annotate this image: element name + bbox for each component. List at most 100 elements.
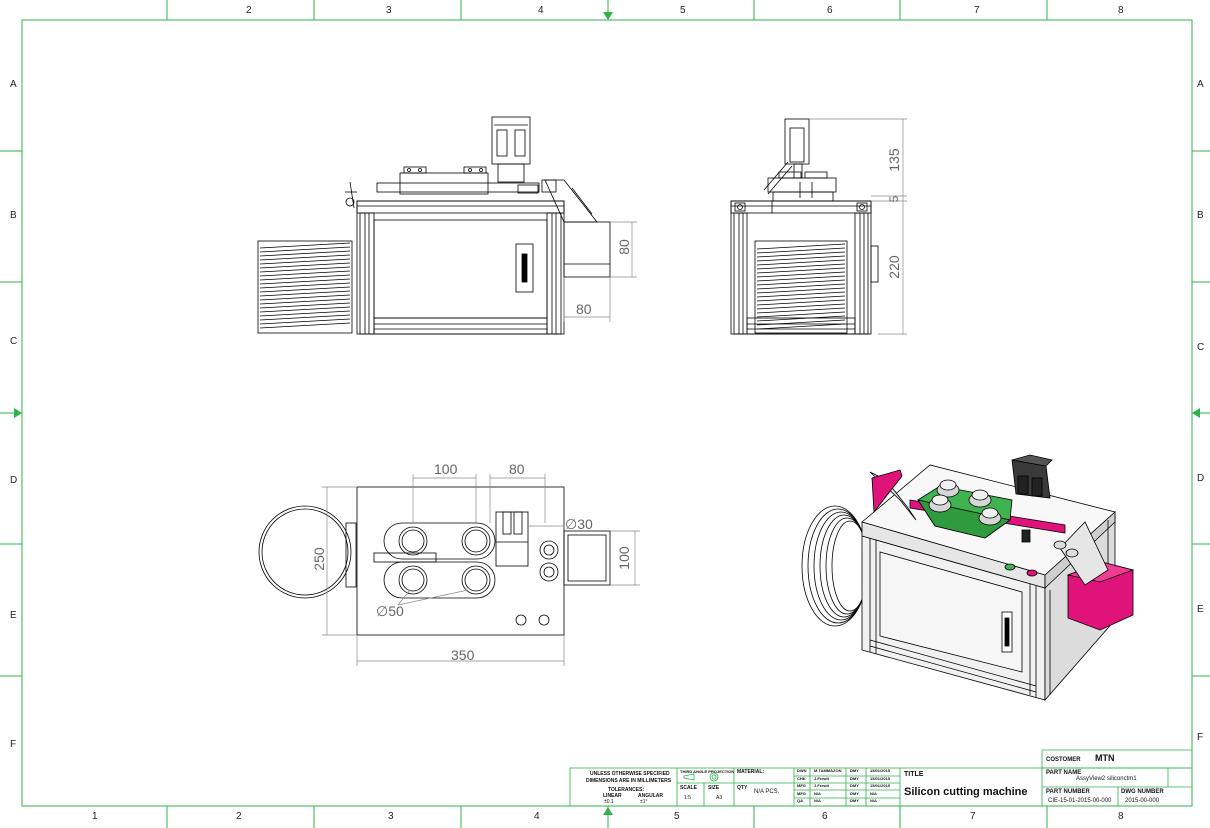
tb-angular-value: ±1° bbox=[640, 799, 648, 805]
tb-material-label: MATERIAL: bbox=[737, 769, 765, 775]
approval-date: 15/01/2015 bbox=[870, 783, 891, 788]
iso-spool bbox=[801, 505, 869, 627]
zone-left-d: D bbox=[10, 475, 18, 486]
side-dimension-lines bbox=[809, 118, 907, 335]
tb-qty-value: N/A PCS. bbox=[754, 789, 780, 795]
tb-angular-label: ANGULAR bbox=[638, 793, 663, 799]
zone-right-f: F bbox=[1197, 732, 1204, 743]
approval-role: DWN bbox=[797, 768, 807, 773]
zone-top-3: 3 bbox=[386, 5, 392, 16]
tb-size-value: A3 bbox=[716, 795, 723, 801]
approval-role: MFG bbox=[797, 790, 806, 796]
dim-top-spacing-a: 100 bbox=[434, 461, 458, 477]
tb-projection-label: THIRD ANGLE PROJECTION bbox=[680, 769, 735, 774]
tb-scale-value: 1:5 bbox=[684, 795, 691, 801]
dim-top-right-height: 100 bbox=[616, 546, 632, 570]
tb-notes-line2: DIMENSIONS ARE IN MILLIMETERS bbox=[586, 778, 672, 784]
dim-top-spacing-b: 80 bbox=[509, 461, 525, 477]
zone-bottom-5: 5 bbox=[674, 811, 680, 822]
zone-left-f: F bbox=[10, 739, 17, 750]
tb-scale-label: SCALE bbox=[680, 785, 697, 791]
side-view bbox=[730, 118, 879, 335]
top-dimension-lines bbox=[322, 474, 640, 666]
side-spool bbox=[754, 240, 848, 334]
dim-top-diameter-large: ∅50 bbox=[376, 603, 404, 619]
approval-name: N/A bbox=[814, 790, 821, 796]
tb-customer-value: MTN bbox=[1095, 753, 1115, 763]
zone-top-8: 8 bbox=[1118, 5, 1124, 16]
approval-fmt: DMY bbox=[850, 798, 859, 803]
projection-symbol bbox=[683, 772, 719, 782]
zone-left-b: B bbox=[10, 210, 17, 221]
tb-qty-label: QTY bbox=[737, 785, 748, 791]
tb-title-value: Silicon cutting machine bbox=[904, 786, 1028, 798]
approval-name: M.TAMMAZON bbox=[814, 768, 842, 773]
approval-role: MFG bbox=[797, 783, 806, 788]
zone-top-4: 4 bbox=[538, 5, 544, 16]
dim-top-height: 250 bbox=[311, 547, 327, 571]
dim-front-width: 80 bbox=[576, 301, 592, 317]
tb-linear-value: ±0.1 bbox=[604, 799, 614, 805]
zone-right-d: D bbox=[1197, 473, 1205, 484]
zone-right-c: C bbox=[1197, 342, 1205, 353]
zone-top-5: 5 bbox=[680, 5, 686, 16]
zone-right-e: E bbox=[1197, 604, 1204, 615]
zone-left-c: C bbox=[10, 336, 18, 347]
isometric-view bbox=[801, 454, 1135, 702]
tb-dwg-number-label: DWG NUMBER bbox=[1121, 789, 1164, 795]
zone-top-2: 2 bbox=[246, 5, 252, 16]
zone-top-7: 7 bbox=[974, 5, 980, 16]
approval-fmt: DMY bbox=[850, 783, 859, 788]
approval-role: CHK bbox=[797, 775, 806, 781]
dim-side-mid: 5 bbox=[887, 195, 901, 203]
zone-top-6: 6 bbox=[827, 5, 833, 16]
top-view bbox=[258, 486, 611, 636]
tb-part-name-label: PART NAME bbox=[1046, 770, 1082, 776]
tb-part-number-value: CIE-15-01-2015-00-000 bbox=[1048, 798, 1112, 804]
approval-fmt: DMY bbox=[850, 768, 859, 773]
zone-bottom-1: 1 bbox=[92, 811, 98, 822]
zone-bottom-6: 6 bbox=[822, 811, 828, 822]
approval-fmt: DMY bbox=[850, 775, 859, 781]
centering-marks bbox=[14, 12, 1200, 815]
zone-bottom-3: 3 bbox=[388, 811, 394, 822]
tb-tolerances-label: TOLERANCES: bbox=[608, 787, 645, 793]
approval-date: N/A bbox=[870, 790, 877, 796]
zone-right-b: B bbox=[1197, 210, 1204, 221]
front-spool bbox=[257, 240, 353, 334]
tb-title-label: TITLE bbox=[904, 771, 924, 778]
tb-customer-label: COSTOMER bbox=[1046, 757, 1081, 763]
tb-part-number-label: PART NUMBER bbox=[1046, 789, 1090, 795]
tb-size-label: SIZE bbox=[708, 785, 720, 791]
title-block-lines bbox=[569, 749, 1193, 807]
dim-side-bottom: 220 bbox=[886, 255, 902, 279]
front-view bbox=[257, 116, 611, 335]
tb-linear-label: LINEAR bbox=[603, 793, 622, 799]
dim-top-width: 350 bbox=[451, 647, 475, 663]
dim-top-diameter-small: ∅30 bbox=[565, 516, 593, 532]
front-dimension-lines bbox=[563, 221, 637, 322]
tb-part-name-value: AssyView2 siliconctm1 bbox=[1076, 776, 1137, 782]
approval-date: 15/01/2015 bbox=[870, 768, 891, 773]
approval-fmt: DMY bbox=[850, 790, 859, 796]
zone-bottom-2: 2 bbox=[236, 811, 242, 822]
approval-name: N/A bbox=[814, 798, 821, 803]
tb-notes-line1: UNLESS OTHERWISE SPECIFIED bbox=[590, 771, 670, 777]
zone-bottom-8: 8 bbox=[1118, 811, 1124, 822]
zone-bottom-7: 7 bbox=[970, 811, 976, 822]
zone-bottom-4: 4 bbox=[534, 811, 540, 822]
approval-name: J.Frewli bbox=[814, 783, 829, 788]
tb-dwg-number-value: 2015-00-000 bbox=[1125, 798, 1160, 804]
zone-left-a: A bbox=[10, 79, 17, 90]
dim-side-top: 135 bbox=[886, 148, 902, 172]
approval-role: QA bbox=[797, 798, 803, 803]
zone-right-a: A bbox=[1197, 79, 1204, 90]
approval-name: J.Frewli bbox=[814, 775, 829, 781]
approval-date: 15/01/2015 bbox=[870, 775, 891, 781]
zone-left-e: E bbox=[10, 610, 17, 621]
approval-date: N/A bbox=[870, 798, 877, 803]
